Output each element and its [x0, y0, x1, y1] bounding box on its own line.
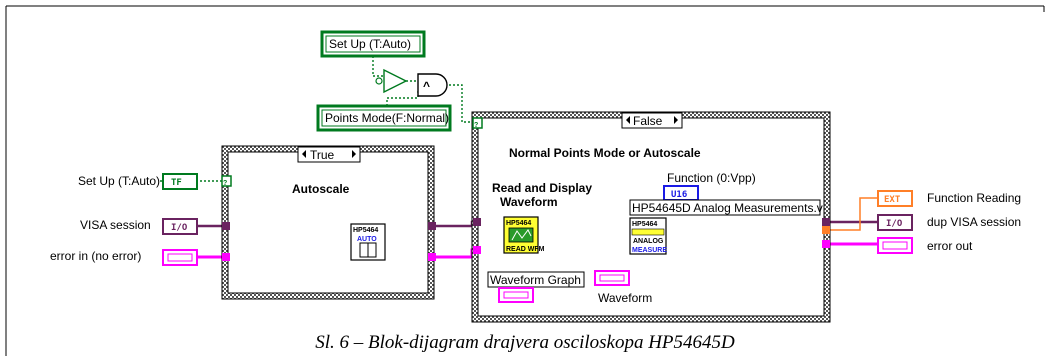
- analog-measurements-name: HP54645D Analog Measurements.v: [632, 201, 823, 215]
- dup-visa-indicator[interactable]: I/O: [877, 214, 913, 231]
- meas-mid: ANALOG: [633, 238, 664, 245]
- dup-visa-label: dup VISA session: [927, 215, 1021, 229]
- read-display-title: Read and Display Waveform: [492, 181, 595, 209]
- waveform-terminal[interactable]: [594, 270, 630, 286]
- waveform-graph-namebox: [487, 271, 585, 288]
- function-label: Function (0:Vpp): [667, 171, 756, 185]
- ext-terminal-label: EXT: [884, 195, 901, 205]
- figure-caption: Sl. 6 – Blok-dijagram drajvera oscilosko…: [315, 332, 735, 353]
- setup-auto-top-label: Set Up (T:Auto): [329, 37, 411, 51]
- error-in-label: error in (no error): [50, 249, 141, 263]
- points-mode-control[interactable]: Points Mode(F:Normal): [316, 104, 452, 132]
- normal-points-title: Normal Points Mode or Autoscale: [509, 146, 701, 160]
- visa-terminal-label: I/O: [171, 223, 188, 233]
- auto-subvi-label: AUTO: [357, 236, 377, 243]
- meas-header: HP5464: [632, 221, 657, 228]
- svg-text:?: ?: [223, 180, 227, 187]
- boolean-wires: [160, 56, 474, 182]
- points-mode-label: Points Mode(F:Normal): [325, 111, 449, 125]
- not-gate: [375, 68, 408, 94]
- case-true-structure: True Autoscale ? HP5464 AUTO: [221, 145, 436, 300]
- read-wfm-footer: READ WFM: [506, 246, 545, 253]
- visa-session-terminal[interactable]: I/O: [162, 218, 198, 235]
- analog-measurements-namebox: [629, 199, 821, 216]
- waveform-graph-label: Waveform Graph: [490, 273, 581, 287]
- autoscale-subvi[interactable]: HP5464 AUTO: [350, 223, 386, 261]
- case-true-selector[interactable]: True: [297, 146, 361, 163]
- svg-text:?: ?: [474, 122, 478, 129]
- meas-footer: MEASURE: [632, 247, 667, 254]
- case-true-selector-label: True: [310, 148, 335, 162]
- autoscale-title: Autoscale: [292, 182, 350, 196]
- analog-measure-subvi[interactable]: HP5464 ANALOG MEASURE: [629, 217, 667, 255]
- svg-text:^: ^: [423, 79, 430, 93]
- case-false-selector-label: False: [633, 114, 663, 128]
- diagram-frame: [5, 5, 1045, 356]
- function-u16-constant[interactable]: U16: [663, 185, 699, 201]
- auto-subvi-header: HP5464: [353, 227, 378, 234]
- read-wfm-header: HP5464: [506, 220, 531, 227]
- read-waveform-subvi[interactable]: HP5464 READ WFM: [503, 216, 545, 254]
- and-gate: ^: [417, 73, 448, 97]
- function-reading-indicator[interactable]: EXT: [877, 190, 913, 207]
- case-false-selector[interactable]: False: [621, 112, 683, 129]
- tf-terminal-label: TF: [171, 178, 182, 188]
- waveform-label: Waveform: [598, 291, 652, 305]
- setup-auto-left-label: Set Up (T:Auto): [78, 174, 160, 188]
- error-out-label: error out: [927, 239, 973, 253]
- dup-visa-terminal-label: I/O: [886, 219, 903, 229]
- waveform-graph-terminal[interactable]: [498, 287, 534, 303]
- tf-terminal[interactable]: TF: [162, 173, 198, 190]
- setup-auto-top-control[interactable]: Set Up (T:Auto): [320, 30, 426, 58]
- error-in-terminal[interactable]: [162, 249, 198, 266]
- case-false-structure: False Normal Points Mode or Autoscale Re…: [471, 111, 831, 323]
- function-reading-label: Function Reading: [927, 191, 1021, 205]
- u16-terminal-label: U16: [671, 190, 687, 200]
- visa-session-label: VISA session: [80, 218, 151, 232]
- error-out-indicator[interactable]: [877, 237, 913, 254]
